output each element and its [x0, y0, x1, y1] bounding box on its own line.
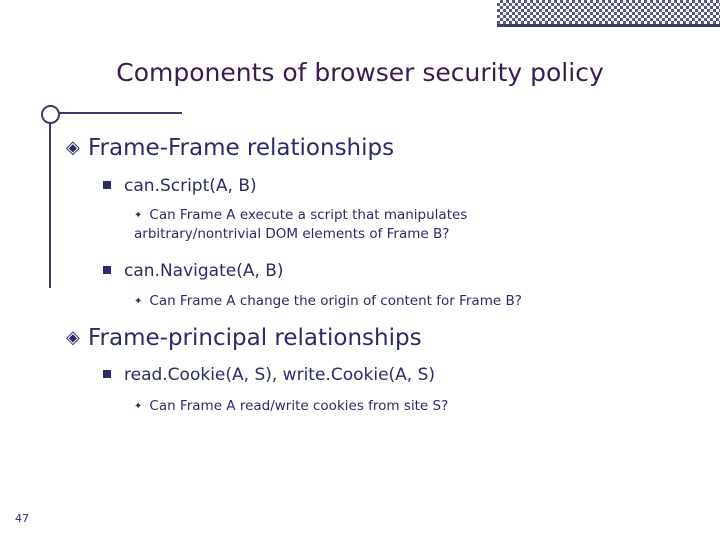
detail-can-script: ✦Can Frame A execute a script that manip…	[134, 206, 594, 244]
section-heading-text: Frame-Frame relationships	[88, 135, 395, 161]
square-bullet-icon	[103, 370, 111, 378]
detail-text: Can Frame A execute a script that manipu…	[134, 207, 468, 242]
diamond-bullet-icon: ◈	[66, 137, 80, 158]
detail-text: Can Frame A change the origin of content…	[149, 293, 522, 309]
slide-number: 47	[15, 512, 29, 525]
top-right-bar-decoration	[497, 24, 720, 27]
diamond-small-bullet-icon: ✦	[134, 210, 143, 221]
list-item-cookies: read.Cookie(A, S), write.Cookie(A, S)	[103, 365, 435, 385]
title-underline	[49, 112, 182, 114]
diamond-small-bullet-icon: ✦	[134, 401, 143, 412]
ring-decoration	[41, 105, 60, 124]
detail-can-navigate: ✦ Can Frame A change the origin of conten…	[134, 292, 674, 311]
section-heading-frame-frame: ◈ Frame-Frame relationships	[66, 135, 394, 161]
slide-title: Components of browser security policy	[116, 58, 604, 87]
detail-text: Can Frame A read/write cookies from site…	[149, 398, 449, 414]
diamond-small-bullet-icon: ✦	[134, 296, 143, 307]
square-bullet-icon	[103, 266, 111, 274]
list-item-label: can.Script(A, B)	[124, 176, 257, 196]
square-bullet-icon	[103, 181, 111, 189]
section-heading-frame-principal: ◈ Frame-principal relationships	[66, 325, 422, 351]
section-heading-text: Frame-principal relationships	[88, 325, 422, 351]
top-right-checker-decoration	[497, 0, 720, 24]
list-item-can-script: can.Script(A, B)	[103, 176, 257, 196]
detail-cookies: ✦ Can Frame A read/write cookies from sit…	[134, 397, 594, 416]
diamond-bullet-icon: ◈	[66, 327, 80, 348]
list-item-label: can.Navigate(A, B)	[124, 261, 284, 281]
left-vertical-line	[49, 112, 51, 288]
list-item-label: read.Cookie(A, S), write.Cookie(A, S)	[124, 365, 436, 385]
list-item-can-navigate: can.Navigate(A, B)	[103, 261, 284, 281]
